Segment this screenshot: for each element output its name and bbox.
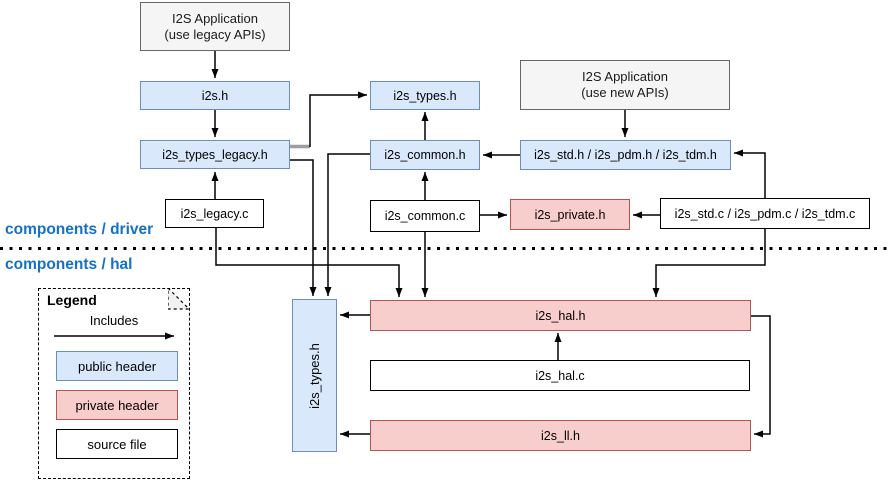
includes-arrow-icon	[54, 332, 174, 340]
node-i2s-types-h: i2s_types.h	[370, 81, 480, 110]
node-i2s-private-h: i2s_private.h	[510, 199, 630, 230]
node-i2s-common-c: i2s_common.c	[370, 200, 480, 232]
node-label: i2s_common.c	[384, 209, 466, 223]
section-label-components-driver: components / driver	[5, 221, 154, 238]
section-label-components-hal: components / hal	[5, 256, 133, 273]
node-i2s-hal-c: i2s_hal.c	[370, 360, 750, 391]
edge-i2s-common-h-to-i2s-types-h-vertical	[324, 153, 370, 296]
legend-item-source-file: source file	[56, 429, 178, 459]
node-label: i2s_types.h	[306, 342, 322, 409]
node-i2s-ll-h: i2s_ll.h	[370, 420, 751, 451]
node-label: i2s.h	[201, 88, 229, 103]
node-i2s-hal-h: i2s_hal.h	[370, 300, 751, 331]
node-label: i2s_std.h / i2s_pdm.h / i2s_tdm.h	[534, 148, 717, 162]
node-label: i2s_hal.c	[535, 368, 585, 383]
node-i2s-types-legacy-h: i2s_types_legacy.h	[140, 140, 290, 169]
edge-i2s-types-legacy-h-to-i2s-types-h-vertical	[290, 159, 317, 296]
edge-i2s-types-legacy-h-to-i2s-types-h	[309, 91, 367, 147]
edge-i2s-std-c-to-i2s-hal-h	[652, 229, 766, 297]
node-label: i2s_types_legacy.h	[162, 147, 268, 162]
legend-item-public-header: public header	[56, 351, 178, 381]
node-label: i2s_std.c / i2s_pdm.c / i2s_tdm.c	[674, 206, 856, 221]
app-legacy-line2: (use legacy APIs)	[164, 26, 266, 42]
legend-box: Legend Includes public header private he…	[38, 288, 190, 479]
node-label: i2s_ll.h	[541, 428, 580, 443]
node-i2s-std-pdm-tdm-c: i2s_std.c / i2s_pdm.c / i2s_tdm.c	[660, 198, 870, 229]
app-new-line2: (use new APIs)	[581, 85, 669, 100]
node-i2s-common-h: i2s_common.h	[370, 140, 480, 170]
edge-i2s-std-c-to-i2s-std-h	[734, 149, 766, 198]
node-i2s-h: i2s.h	[140, 81, 290, 110]
node-i2s-application-new: I2S Application (use new APIs)	[520, 60, 730, 110]
legend-includes-label: Includes	[89, 313, 139, 328]
legend-title: Legend	[47, 292, 97, 308]
legend-fold-corner	[168, 288, 190, 310]
node-label: i2s_legacy.c	[180, 206, 249, 221]
node-label: i2s_private.h	[534, 207, 606, 222]
node-label: i2s_types.h	[393, 88, 457, 103]
app-legacy-line1: I2S Application	[171, 10, 258, 26]
app-new-line1: I2S Application	[581, 69, 668, 84]
edge-i2s-hal-h-to-i2s-ll-h	[751, 315, 771, 438]
node-i2s-application-legacy: I2S Application (use legacy APIs)	[140, 2, 290, 51]
node-label: i2s_common.h	[384, 148, 466, 162]
node-label: i2s_hal.h	[535, 308, 586, 323]
edge-i2s-legacy-c-to-i2s-hal-h	[215, 228, 403, 297]
legend-item-private-header: private header	[56, 390, 178, 420]
node-i2s-std-pdm-tdm-h: i2s_std.h / i2s_pdm.h / i2s_tdm.h	[520, 140, 731, 170]
node-i2s-legacy-c: i2s_legacy.c	[165, 199, 264, 228]
node-i2s-types-h-vertical: i2s_types.h	[292, 299, 337, 452]
